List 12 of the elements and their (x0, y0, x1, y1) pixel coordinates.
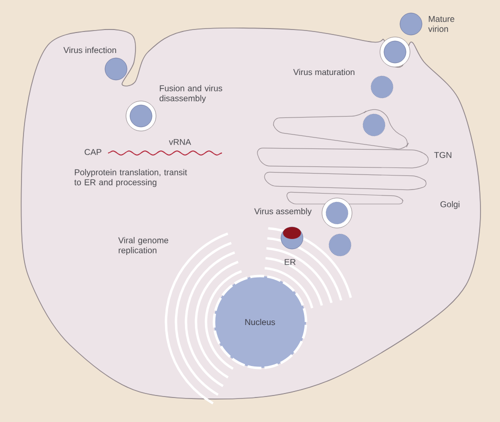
label-text: ER (284, 259, 296, 265)
label-text: Virus maturation (293, 68, 354, 76)
label-text: vRNA (168, 139, 192, 145)
label-text: TGN (434, 152, 452, 158)
label-text: Fusion and virus disassembly (160, 85, 222, 103)
label-text: CAP (84, 149, 102, 155)
label-text: Virus infection (63, 46, 116, 54)
label-text: Mature virion (428, 16, 454, 32)
label-text: Polyprotein translation, transit to ER and processing (74, 169, 188, 187)
label-text: Viral genome replication (118, 237, 168, 255)
label-text: Golgi (440, 201, 460, 209)
label-text: Virus assembly (254, 208, 312, 216)
